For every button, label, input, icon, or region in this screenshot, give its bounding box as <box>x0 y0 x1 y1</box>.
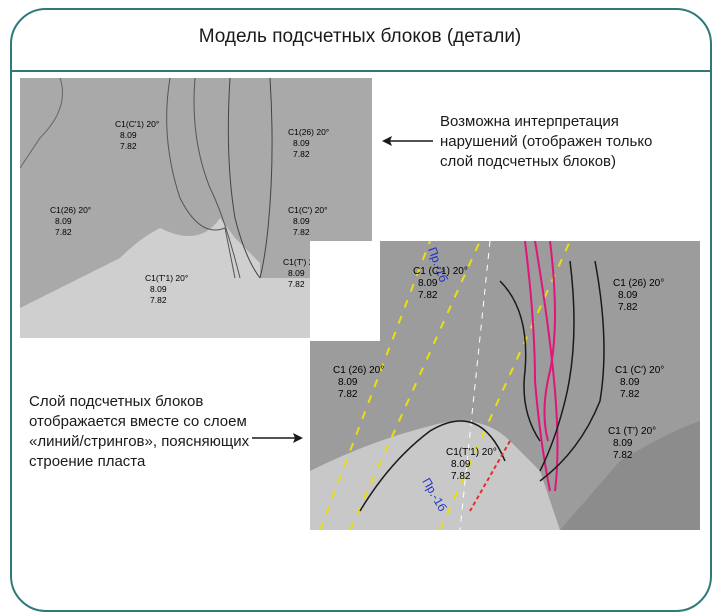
lower-label-value: 8.09 <box>418 278 438 289</box>
upper-label-name: C1(T'1) 20° <box>145 273 188 283</box>
upper-label-value: 7.82 <box>150 295 167 305</box>
lower-label-value: 8.09 <box>338 377 358 388</box>
lower-label-5: C1(T'1) 20° 8.09 7.82 <box>446 447 497 482</box>
left-arrow-icon <box>382 136 433 146</box>
upper-label-value: 8.09 <box>293 138 310 148</box>
lower-label-1: C1 (26) 20° 8.09 7.82 <box>613 278 664 313</box>
lower-label-name: C1 (26) 20° <box>333 365 384 376</box>
lower-label-0: C1 (C'1) 20° 8.09 7.82 <box>413 266 468 301</box>
lower-map-image: Пр.-1б Пр.-1б C1 (C'1) 20° 8.09 7.82 C1 … <box>310 241 700 530</box>
slide-title: Модель подсчетных блоков (детали) <box>198 26 522 47</box>
lower-label-name: C1 (C') 20° <box>615 365 664 376</box>
upper-label-3: C1(C') 20° 8.09 7.82 <box>288 205 328 237</box>
lower-label-value: 8.09 <box>618 290 638 301</box>
upper-label-value: 7.82 <box>55 227 72 237</box>
lower-label-name: C1 (C'1) 20° <box>413 266 468 277</box>
title-divider <box>10 70 710 72</box>
lower-label-value: 7.82 <box>451 471 471 482</box>
upper-label-value: 8.09 <box>288 268 305 278</box>
lower-label-3: C1 (C') 20° 8.09 7.82 <box>615 365 664 400</box>
lower-label-4: C1 (T') 20° 8.09 7.82 <box>608 426 656 461</box>
lower-label-name: C1 (T') 20° <box>608 426 656 437</box>
upper-label-value: 8.09 <box>120 130 137 140</box>
right-arrow-icon <box>252 433 303 443</box>
top-note: Возможна интерпретация нарушений (отобра… <box>440 113 653 170</box>
upper-label-value: 8.09 <box>150 284 167 294</box>
lower-label-name: C1(T'1) 20° <box>446 447 497 458</box>
lower-label-2: C1 (26) 20° 8.09 7.82 <box>333 365 384 400</box>
lower-label-value: 7.82 <box>620 389 640 400</box>
lower-label-value: 8.09 <box>620 377 640 388</box>
upper-label-value: 8.09 <box>55 216 72 226</box>
upper-label-2: C1(26) 20° 8.09 7.82 <box>50 205 91 237</box>
lower-label-value: 7.82 <box>418 290 438 301</box>
upper-label-name: C1(26) 20° <box>50 205 91 215</box>
upper-label-name: C1(26) 20° <box>288 127 329 137</box>
lower-label-value: 7.82 <box>618 302 638 313</box>
lower-label-value: 7.82 <box>613 450 633 461</box>
upper-label-name: C1(C'1) 20° <box>115 119 159 129</box>
upper-label-value: 7.82 <box>288 279 305 289</box>
upper-label-value: 7.82 <box>293 227 310 237</box>
upper-label-5: C1(T'1) 20° 8.09 7.82 <box>145 273 188 305</box>
lower-label-value: 7.82 <box>338 389 358 400</box>
upper-label-value: 7.82 <box>120 141 137 151</box>
lower-label-name: C1 (26) 20° <box>613 278 664 289</box>
bottom-note: Слой подсчетных блоков отображается вмес… <box>29 393 250 470</box>
upper-label-1: C1(26) 20° 8.09 7.82 <box>288 127 329 159</box>
lower-label-value: 8.09 <box>613 438 633 449</box>
upper-label-name: C1(T') 20° <box>283 257 322 267</box>
upper-label-4: C1(T') 20° 8.09 7.82 <box>283 257 322 289</box>
upper-label-name: C1(C') 20° <box>288 205 328 215</box>
upper-label-value: 8.09 <box>293 216 310 226</box>
lower-label-value: 8.09 <box>451 459 471 470</box>
upper-label-value: 7.82 <box>293 149 310 159</box>
upper-label-0: C1(C'1) 20° 8.09 7.82 <box>115 119 159 151</box>
